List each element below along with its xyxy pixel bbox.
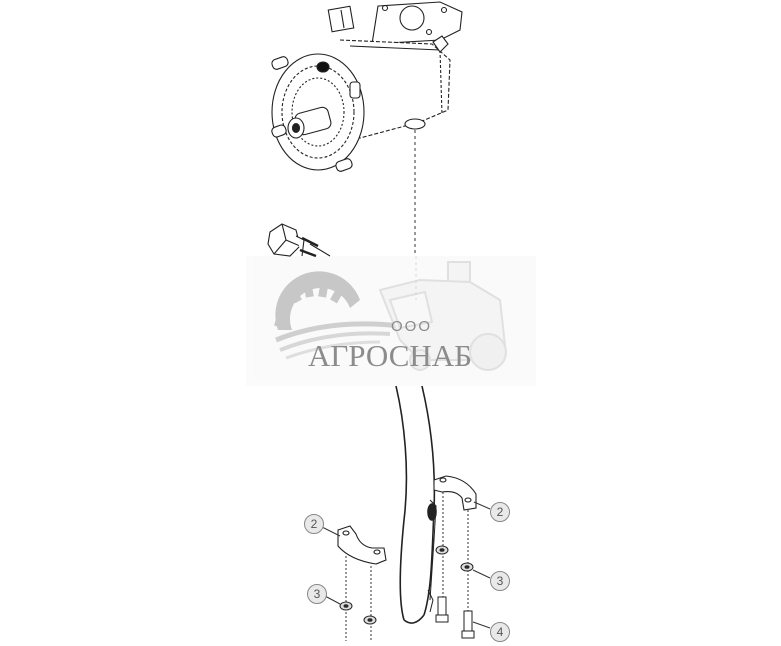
callout-4: 4 [490, 622, 510, 642]
watermark-name: АГРОСНАБ [308, 338, 472, 373]
bolts [435, 596, 475, 639]
callout-3-left: 3 [307, 584, 327, 604]
callout-2-left: 2 [304, 514, 324, 534]
split-flange-left [337, 525, 387, 565]
callout-leaders [321, 501, 491, 629]
motor-assembly [271, 1, 463, 172]
watermark-logo [246, 256, 536, 386]
split-flange-right [433, 475, 477, 511]
hose [395, 385, 437, 624]
washers [339, 545, 474, 625]
watermark-prefix: ООО [391, 318, 433, 335]
callout-3-right: 3 [490, 571, 510, 591]
hose-fitting [267, 223, 331, 258]
callout-2-right: 2 [490, 502, 510, 522]
